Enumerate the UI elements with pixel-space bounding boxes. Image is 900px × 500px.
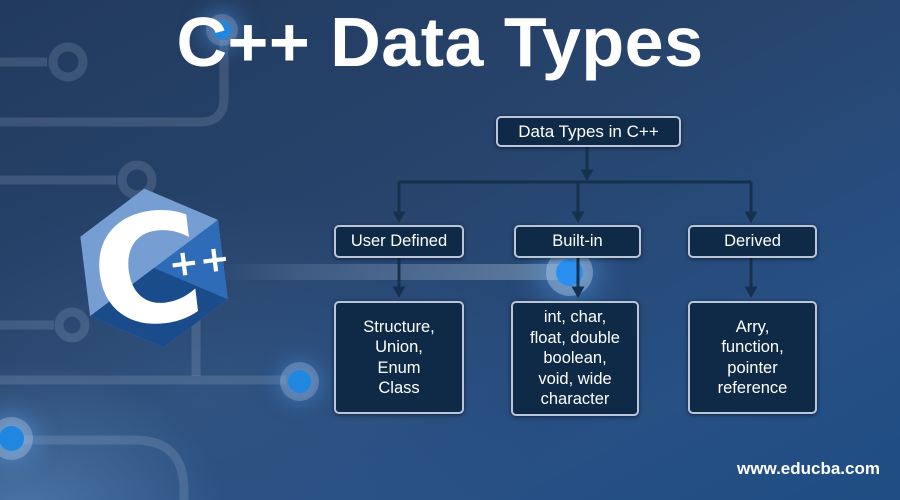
glow-node	[0, 426, 24, 451]
flowchart-category-derived: Derived	[688, 225, 817, 258]
flowchart-items-derived: Arry, function, pointer reference	[688, 301, 817, 414]
flowchart-category-built-in: Built-in	[514, 225, 641, 258]
flowchart-items-user-defined: Structure, Union, Enum Class	[334, 301, 464, 414]
category-label: Derived	[724, 232, 781, 250]
glow-node	[556, 259, 583, 286]
page-title: C++ Data Types	[176, 3, 704, 81]
items-text: Arry, function, pointer reference	[717, 317, 788, 397]
flowchart-root-label: Data Types in C++	[518, 121, 659, 141]
category-label: User Defined	[350, 232, 448, 250]
cpp-logo-plusplus: ++	[166, 238, 233, 286]
category-label: Built-in	[552, 232, 603, 250]
glow-node	[213, 21, 231, 39]
light-band	[215, 264, 593, 280]
cpp-logo-letter: C	[82, 179, 212, 365]
glow-node	[288, 370, 311, 393]
cpp-logo-shade-dark	[90, 268, 228, 348]
items-text: int, char, float, double boolean, void, …	[530, 308, 620, 409]
items-text: Structure, Union, Enum Class	[363, 317, 435, 397]
cpp-logo: C ++	[80, 179, 233, 365]
watermark-url: www.educba.com	[737, 459, 880, 478]
flowchart-category-user-defined: User Defined	[334, 225, 464, 258]
flowchart-root-box: Data Types in C++	[496, 116, 681, 147]
flowchart-items-built-in: int, char, float, double boolean, void, …	[511, 301, 639, 416]
